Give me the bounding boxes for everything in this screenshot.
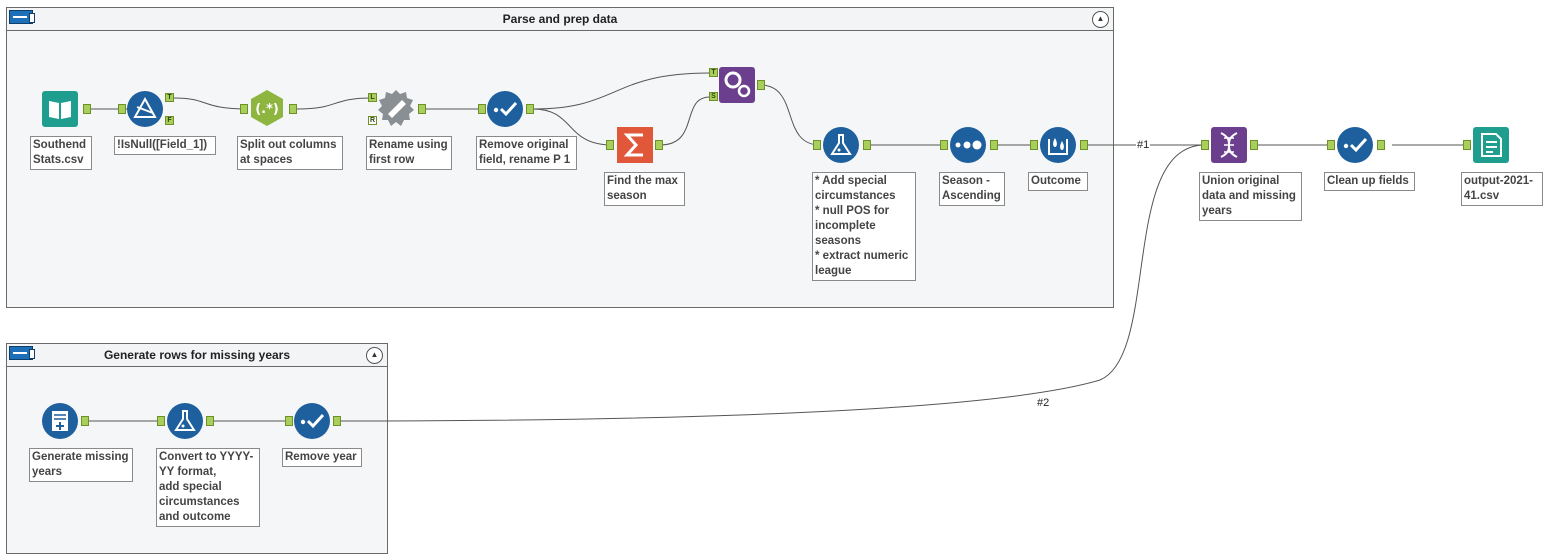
container-title: Generate rows for missing years [103, 348, 291, 362]
source-anchor[interactable]: S [709, 92, 718, 101]
select-check-icon [487, 91, 523, 127]
output-anchor[interactable] [206, 416, 214, 426]
output-anchor[interactable] [81, 416, 89, 426]
select-tool[interactable] [1337, 127, 1373, 163]
tool-label-select-3: Remove year [282, 448, 362, 467]
container-toggle-icon[interactable] [9, 346, 35, 360]
input-anchor[interactable] [813, 140, 821, 150]
output-anchor[interactable] [1377, 140, 1385, 150]
tool-label-summarize: Find the max season [604, 172, 685, 206]
left-anchor[interactable]: L [368, 93, 377, 102]
select-check-icon [1337, 127, 1373, 163]
output-anchor[interactable] [863, 140, 871, 150]
container-parse-prep[interactable]: Parse and prep data ▲ [6, 7, 1114, 308]
tool-label-regex: Split out columns at spaces [237, 136, 343, 170]
true-anchor[interactable]: T [165, 93, 174, 102]
container-header[interactable]: Parse and prep data ▲ [7, 8, 1113, 31]
union-tool[interactable] [1211, 127, 1247, 163]
input-anchor[interactable] [478, 104, 486, 114]
output-anchor[interactable] [83, 104, 91, 114]
input-anchor[interactable] [940, 140, 948, 150]
generate-rows-tool[interactable] [42, 403, 78, 439]
tool-label-input: Southend Stats.csv [30, 136, 92, 170]
connection-label-2: #2 [1036, 397, 1051, 409]
formula-tool[interactable] [823, 127, 859, 163]
sort-tool[interactable] [950, 127, 986, 163]
flask-icon [823, 127, 859, 163]
sigma-icon [617, 127, 653, 163]
tool-label-outcome: Outcome [1028, 172, 1088, 191]
collapse-icon[interactable]: ▲ [366, 347, 383, 364]
tool-label-formula-2: Convert to YYYY- YY format, add special … [156, 448, 260, 527]
output-anchor[interactable] [757, 80, 765, 90]
output-anchor[interactable] [333, 416, 341, 426]
regex-icon: (.*) [251, 90, 283, 126]
tool-label-select-2: Clean up fields [1324, 172, 1415, 191]
filter-tool[interactable] [127, 91, 163, 127]
flask-icon [167, 403, 203, 439]
tool-label-dynamic-rename: Rename using first row [366, 136, 452, 170]
append-fields-tool[interactable] [719, 67, 755, 103]
multirow-drops-icon [1040, 127, 1076, 163]
generate-rows-icon [42, 403, 78, 439]
input-data-tool[interactable] [42, 91, 78, 127]
filter-triangle-icon [127, 91, 163, 127]
tool-label-filter: !IsNull([Field_1]) [114, 136, 216, 155]
input-anchor[interactable] [1201, 140, 1209, 150]
container-toggle-icon[interactable] [9, 10, 35, 24]
dynamic-rename-tool[interactable] [378, 90, 414, 126]
summarize-tool[interactable] [617, 127, 653, 163]
output-anchor[interactable] [655, 140, 663, 150]
input-anchor[interactable] [240, 104, 248, 114]
tool-label-sort: Season - Ascending [939, 172, 1005, 206]
right-anchor[interactable]: R [368, 116, 377, 125]
select-tool[interactable] [487, 91, 523, 127]
regex-tool[interactable]: (.*) [249, 90, 285, 126]
output-anchor[interactable] [990, 140, 998, 150]
book-input-icon [42, 91, 78, 127]
output-data-tool[interactable] [1473, 127, 1509, 163]
output-anchor[interactable] [289, 104, 297, 114]
input-anchor[interactable] [157, 416, 165, 426]
select-check-icon [294, 403, 330, 439]
sort-dots-icon [950, 127, 986, 163]
tool-label-formula-1: * Add special circumstances * null POS f… [812, 172, 916, 281]
output-anchor[interactable] [1250, 140, 1258, 150]
gears-icon [719, 67, 755, 103]
output-anchor[interactable] [1080, 140, 1088, 150]
input-anchor[interactable] [606, 140, 614, 150]
tool-label-select-1: Remove original field, rename P 1 [476, 136, 577, 170]
false-anchor[interactable]: F [165, 116, 174, 125]
tool-label-output: output-2021- 41.csv [1461, 172, 1543, 206]
tool-label-generate: Generate missing years [29, 448, 133, 482]
multi-row-formula-tool[interactable] [1040, 127, 1076, 163]
target-anchor[interactable]: T [709, 68, 718, 77]
svg-text:(.*): (.*) [255, 102, 279, 117]
output-anchor[interactable] [526, 104, 534, 114]
collapse-icon[interactable]: ▲ [1092, 11, 1109, 28]
input-anchor[interactable] [118, 104, 126, 114]
input-anchor[interactable] [1463, 140, 1471, 150]
formula-tool[interactable] [167, 403, 203, 439]
container-title: Parse and prep data [502, 12, 618, 26]
container-header[interactable]: Generate rows for missing years ▲ [7, 344, 387, 367]
tool-label-union: Union original data and missing years [1199, 172, 1302, 221]
output-anchor[interactable] [418, 104, 426, 114]
input-anchor[interactable] [1030, 140, 1038, 150]
dna-union-icon [1211, 127, 1247, 163]
output-file-icon [1473, 127, 1509, 163]
input-anchor[interactable] [285, 416, 293, 426]
connection-label-1: #1 [1136, 139, 1151, 151]
select-tool[interactable] [294, 403, 330, 439]
dynamic-rename-icon [378, 90, 414, 126]
input-anchor[interactable] [1327, 140, 1335, 150]
